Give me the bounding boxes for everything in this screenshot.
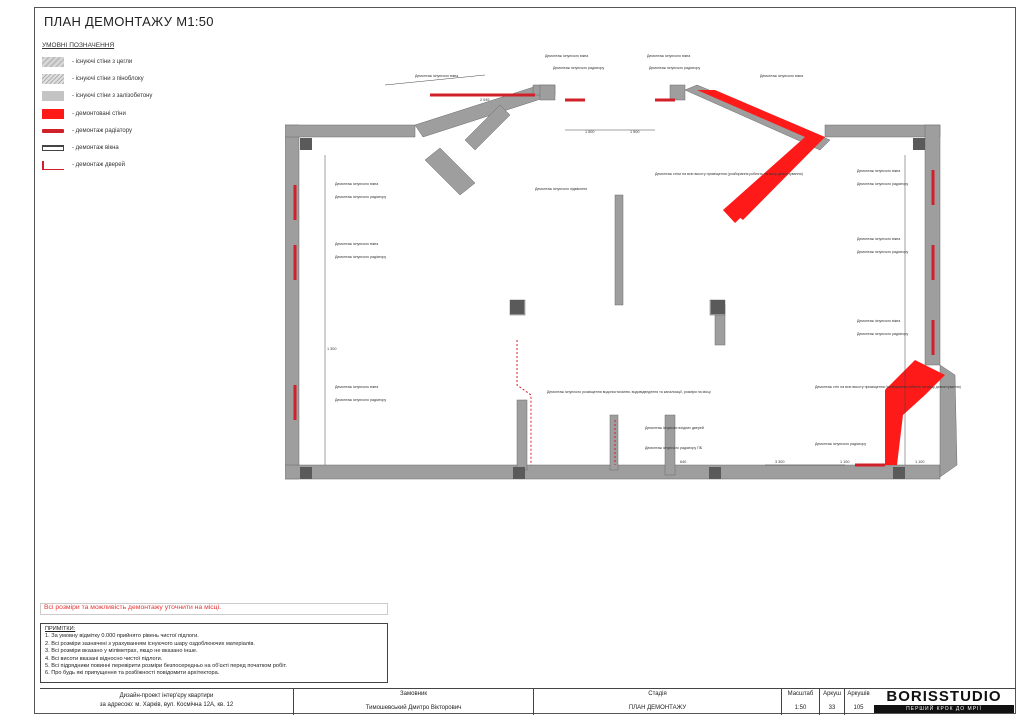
plan-label-wall-note2: Демонтаж стін на всю висоту приміщення (… — [815, 385, 961, 389]
project-cell: Дизайн-проект інтер'єру квартири за адре… — [99, 693, 234, 708]
warning-text: Всі розміри та можливість демонтажу уточ… — [44, 604, 221, 611]
plan-label-window-3: Демонтаж існуючого вікна — [647, 54, 690, 58]
plan-label-pipes: Демонтаж існуючого розміщення водопостач… — [547, 390, 711, 394]
dim-value: 640 — [680, 460, 686, 464]
dim-value: 1 300 — [327, 347, 337, 351]
plan-label-sill: Демонтаж існуючого підвіконня — [535, 187, 587, 191]
plan-label-window-8: Демонтаж існуючого вікна — [857, 169, 900, 173]
demolished-wall-swatch — [42, 109, 64, 119]
plan-label-window-4: Демонтаж існуючого вікна — [760, 74, 803, 78]
plan-label-window-9: Демонтаж існуючого вікна — [857, 237, 900, 241]
radiators — [293, 93, 935, 467]
note-item: 4. Всі висоти вказані відносно чистої пі… — [45, 655, 163, 662]
plan-label-radiator-7: Демонтаж існуючого радіатору — [857, 250, 908, 254]
plan-label-radiator-pb: Демонтаж існуючого радіатору ПБ — [645, 446, 703, 450]
note-item: 3. Всі розміри вказано у міліметрах, якщ… — [45, 648, 198, 655]
scale-cell: Масштаб 1:50 — [781, 689, 819, 715]
structural-columns — [300, 138, 925, 479]
notes-heading: ПРИМІТКИ: — [45, 626, 76, 632]
dim-value: 3 300 — [775, 460, 785, 464]
foam-block-swatch — [42, 74, 64, 84]
plan-label-radiator-1: Демонтаж існуючого радіатору — [553, 66, 604, 70]
plan-label-door: Демонтаж існуючих вхідних дверей — [645, 426, 704, 430]
notes-box: ПРИМІТКИ: 1. За умовну відмітку 0.000 пр… — [40, 623, 388, 683]
existing-walls — [285, 84, 958, 480]
demolished-walls — [697, 90, 945, 465]
demolition-floor-plan: Демонтаж існуючого вікна Демонтаж існуюч… — [285, 54, 961, 480]
dimension-values: 2 045 1 500 1 500 3 300 1 100 1 100 1 30… — [327, 98, 925, 464]
dimension-lines — [324, 74, 906, 466]
plan-annotations: Демонтаж існуючого вікна Демонтаж існуюч… — [335, 54, 961, 450]
note-item: 1. За умовну відмітку 0.000 прийнято рів… — [45, 633, 199, 640]
title-block: Дизайн-проект інтер'єру квартири за адре… — [40, 688, 1016, 715]
dim-value: 1 500 — [630, 130, 640, 134]
brand-logo: BORISSTUDIO ПЕРШИЙ КРОК ДО МРІЇ — [872, 688, 1016, 714]
legend-item-foam: - існуючі стіни з піноблоку — [42, 73, 144, 85]
legend-item-demolished-wall: - демонтовані стіни — [42, 108, 126, 120]
drawing-title: ПЛАН ДЕМОНТАЖУ М1:50 — [44, 14, 214, 29]
note-item: 6. Про будь які припущення та розбіжност… — [45, 670, 220, 677]
plan-label-window-6: Демонтаж існуючого вікна — [335, 242, 378, 246]
sheet-cell: Аркуш 33 — [819, 689, 844, 715]
dim-value: 1 100 — [840, 460, 850, 464]
plan-label-window-1: Демонтаж існуючого вікна — [415, 74, 458, 78]
legend-item-radiator: - демонтаж радіатору — [42, 125, 132, 137]
plan-label-window-2: Демонтаж існуючого вікна — [545, 54, 588, 58]
plan-label-radiator-5: Демонтаж існуючого радіатору — [335, 398, 386, 402]
plan-label-window-5: Демонтаж існуючого вікна — [335, 182, 378, 186]
plan-label-radiator-6: Демонтаж існуючого радіатору — [857, 182, 908, 186]
plan-label-radiator-4: Демонтаж існуючого радіатору — [335, 255, 386, 259]
legend-heading: УМОВНІ ПОЗНАЧЕННЯ — [42, 42, 115, 49]
dim-value: 1 100 — [915, 460, 925, 464]
concrete-wall-swatch — [42, 91, 64, 101]
plan-label-wall-note: Демонтаж стіни на всю висоту приміщення … — [655, 172, 803, 176]
plan-label-window-10: Демонтаж існуючого вікна — [857, 319, 900, 323]
plumbing-demolition — [516, 340, 616, 465]
legend-item-window: - демонтаж вікна — [42, 142, 119, 154]
sheets-total-cell: Аркушів 105 — [844, 689, 872, 715]
plan-label-window-7: Демонтаж існуючого вікна — [335, 385, 378, 389]
warning-box — [40, 603, 388, 615]
note-item: 2. Всі розміри зазначені з урахуванням і… — [45, 640, 255, 647]
plan-label-radiator-3: Демонтаж існуючого радіатору — [335, 195, 386, 199]
brand-tagline: ПЕРШИЙ КРОК ДО МРІЇ — [874, 705, 1014, 713]
window-icon — [42, 145, 64, 151]
dim-value: 2 045 — [480, 98, 490, 102]
client-cell: Замовник Тимошевський Дмитро Вікторович — [293, 689, 533, 715]
radiator-icon — [42, 129, 64, 133]
legend-item-rc: - існуючі стіни з залізобетону — [42, 90, 152, 102]
dim-value: 1 500 — [585, 130, 595, 134]
plan-label-radiator-8: Демонтаж існуючого радіатору — [857, 332, 908, 336]
brand-name: BORISSTUDIO — [886, 688, 1002, 705]
legend-item-brick: - існуючі стіни з цегли — [42, 56, 132, 68]
plan-label-radiator-2: Демонтаж існуючого радіатору — [649, 66, 700, 70]
brick-wall-swatch — [42, 57, 64, 67]
door-icon — [42, 160, 64, 170]
note-item: 5. Всі підрядники повинні перевірити роз… — [45, 663, 287, 670]
drawing-sheet-frame — [34, 7, 1016, 714]
stage-cell: Стадія ПЛАН ДЕМОНТАЖУ — [533, 689, 781, 715]
plan-label-radiator-9: Демонтаж існуючого радіатору — [815, 442, 866, 446]
legend-item-door: - демонтаж дверей — [42, 159, 125, 171]
